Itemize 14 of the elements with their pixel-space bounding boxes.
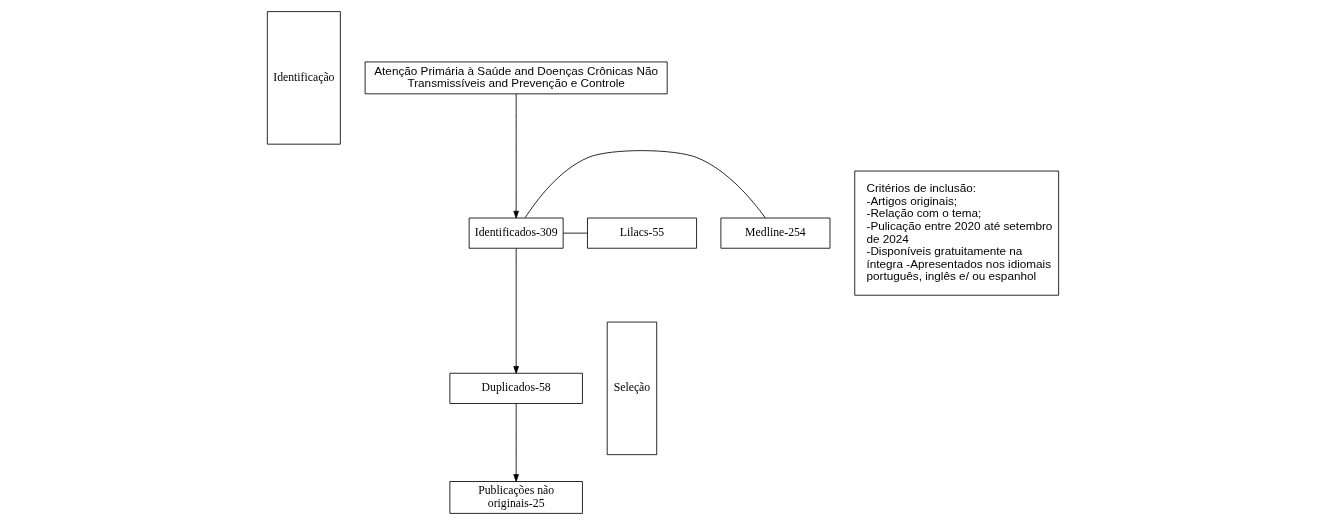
connector [524, 150, 766, 219]
node-box: Duplicados-58 [449, 372, 583, 404]
node-box: Identificados-309 [468, 217, 564, 249]
node-box: Seleção [606, 321, 658, 456]
arrow [513, 93, 519, 219]
connector [562, 232, 588, 234]
arrow [513, 248, 519, 374]
node-box: Atenção Primária à Saúde and Doenças Crônicas Não Transmissíveis and Prevenção e Controle [364, 61, 668, 95]
node-box: Critérios de inclusão: -Artigos originais; -Relação com o tema; -Pulicação entre 2020 até setembro de 2024 -Disponíveis gratuitamente na íntegra -Apresentados nos idiomais português, inglês e/ ou espanhol [854, 170, 1060, 296]
node-box: Lilacs-55 [587, 217, 697, 249]
node-box: Identificação [266, 11, 341, 145]
node-box: Medline-254 [720, 217, 831, 249]
arrow [513, 403, 519, 482]
node-box: Publicações não originais-25 [449, 481, 583, 514]
